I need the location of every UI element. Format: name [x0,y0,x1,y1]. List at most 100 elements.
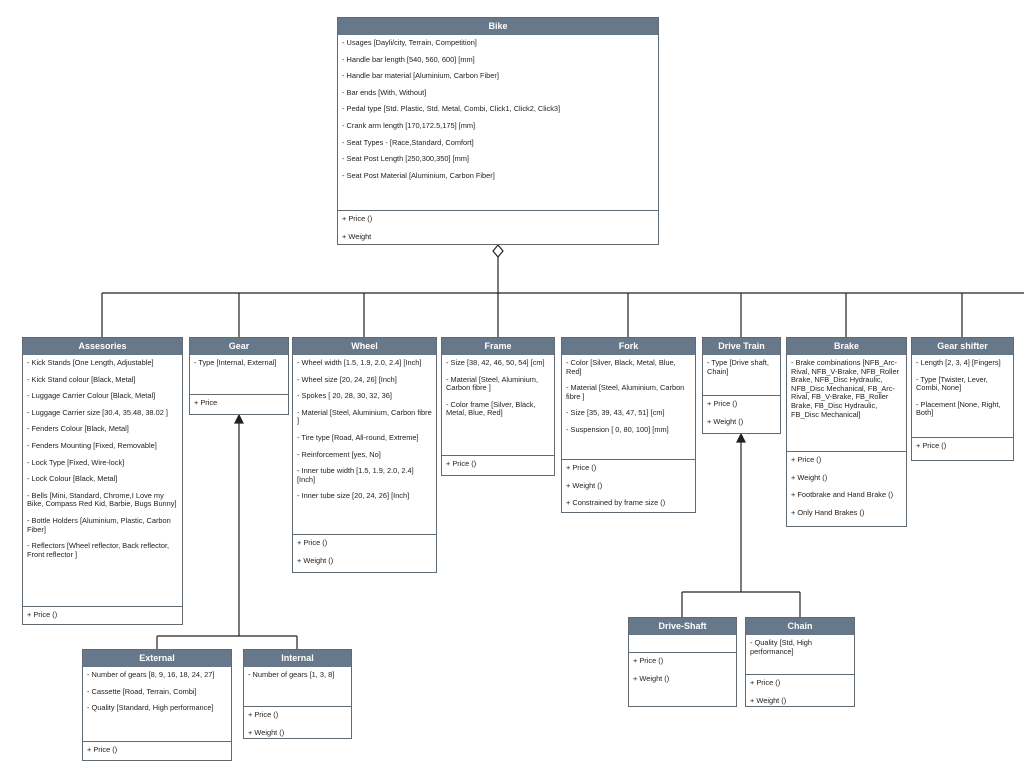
method-row: + Price () [791,455,822,464]
attribute-row: - Placement [None, Right, Both] [916,399,1001,418]
attribute-row: - Handle bar material [Aluminium, Carbon… [342,71,499,81]
class-box-fork: Fork - Color [Silver, Black, Metal, Blue,… [561,337,696,513]
attribute-row: - Type [Drive shaft, Chain] [707,358,769,376]
attributes-section: - Wheel width [1.5, 1.9, 2.0, 2.4] [Inch… [293,355,436,535]
attribute-row: - Reinforcement [yes, No] [297,449,381,459]
methods-section: + Price+ Weight [190,395,288,414]
attribute-row: - Kick Stand colour [Black, Metal] [27,374,136,384]
attributes-section: - Number of gears [8, 9, 16, 18, 24, 27]… [83,667,231,742]
attributes-section: - Length [2, 3, 4] [Fingers] - Type [Twis… [912,355,1013,438]
attribute-row: - Material [Steel, Aluminium, Carbon fib… [446,374,539,393]
method-row: + Weight () [297,555,334,565]
attribute-row: - Crank arm length [170,172.5,175] [mm] [342,120,476,130]
class-title: Drive-Shaft [629,618,736,635]
method-row: + Only Hand Brakes () [791,507,865,517]
method-row: + Price () [916,441,947,450]
class-title: Gear shifter [912,338,1013,355]
methods-section: + Price () + Weight () [912,438,1013,460]
attribute-row: - Type [Internal, External] [194,358,277,367]
class-box-internal: Internal - Number of gears [1, 3, 8] + Pri… [243,649,352,739]
method-row: + Price () [87,745,118,754]
attribute-row: - Material [Steel, Aluminium, Carbon fib… [297,407,432,426]
attributes-section: - Brake combinations [NFB_Arc-Rival, NFB… [787,355,906,452]
class-title: Chain [746,618,854,635]
attributes-section [629,635,736,653]
class-box-chain: Chain- Quality [Std, High performance]+ … [745,617,855,707]
attribute-row: - Lock Type [Fixed, Wire-lock] [27,457,125,467]
methods-section: + Price ()+ Weight () [629,653,736,694]
attribute-row: - Color [Silver, Black, Metal, Blue, Red… [566,358,676,376]
aggregation-diamond [492,244,504,258]
method-row: + Price () [707,399,738,408]
methods-section: + Price ()+ Weight () [23,607,182,624]
class-title: Frame [442,338,554,355]
attribute-row: - Length [2, 3, 4] [Fingers] [916,358,1001,367]
attribute-row: - Spokes [ 20, 28, 30, 32, 36] [297,391,392,401]
method-row: + Weight () [791,472,828,482]
attribute-row: - Wheel size [20, 24, 26] [Inch] [297,374,397,384]
class-title: Bike [338,18,658,35]
class-title: Assesories [23,338,182,355]
attribute-row: - Seat Post Length [250,300,350] [mm] [342,154,469,164]
class-box-external: External- Number of gears [8, 9, 16, 18,… [82,649,232,761]
method-row: + Weight () [750,695,787,705]
attribute-row: - Number of gears [8, 9, 16, 18, 24, 27] [87,670,215,679]
class-title: Wheel [293,338,436,355]
attribute-row: - Seat Post Material [Aluminium, Carbon … [342,170,495,180]
attributes-section: - Kick Stands [One Length, Adjustable]- … [23,355,182,607]
inheritance-arrow-drivetrain [736,432,746,443]
methods-section: + Price ()+ Weight () [442,456,554,475]
class-title: Drive Train [703,338,780,355]
attribute-row: - Reflectors [Wheel reflector, Back refl… [27,541,170,559]
attributes-section: - Number of gears [1, 3, 8] [244,667,351,707]
method-row: + Price () [566,463,597,472]
methods-section: + Price ()+ Weight () [83,742,231,760]
class-box-drivetrain: Drive Train - Type [Drive shaft, Chain] + … [702,337,781,434]
class-box-frame: Frame- Size [38, 42, 46, 50, 54] [cm]- M… [441,337,555,476]
attribute-row: - Number of gears [1, 3, 8] [248,670,335,679]
attribute-row: - Type [Twister, Lever, Combi, None] [916,374,988,393]
class-box-wheel: Wheel - Wheel width [1.5, 1.9, 2.0, 2.4] … [292,337,437,573]
attribute-row: - Tire type [Road, All-round, Extreme] [297,432,419,442]
methods-section: + Price () + Weight () [746,675,854,706]
class-title: Internal [244,650,351,667]
method-row: + Price () [750,678,781,687]
method-row: + Weight () [248,727,285,737]
attribute-row: - Cassette [Road, Terrain, Combi] [87,686,197,696]
method-row: + Weight [342,231,372,241]
methods-section: + Price ()+ Weight ()+ Footbrake and Han… [787,452,906,526]
methods-section: + Price () + Weight [338,211,658,244]
class-box-gear: Gear- Type [Internal, External]+ Price+ … [189,337,289,415]
method-row: + Price () [27,610,58,619]
attribute-row: - Bells [Mini, Standard, Chrome,I Love m… [27,490,177,509]
methods-section: + Price ()+ Weight () [244,707,351,738]
class-title: Brake [787,338,906,355]
attribute-row: - Inner tube size [20, 24, 26] [Inch] [297,491,410,501]
attribute-row: - Size [35, 39, 43, 47, 51] [cm] [566,408,665,418]
attribute-row: - Fenders Colour [Black, Metal] [27,424,129,434]
methods-section: + Price ()+ Weight () [703,396,780,433]
attribute-row: - Luggage Carrier Colour [Black, Metal] [27,391,156,401]
method-row: + Price () [297,538,328,547]
class-box-bike: Bike - Usages [Dayli/city, Terrain, Compe… [337,17,659,245]
class-title: Fork [562,338,695,355]
class-box-accessories: Assesories- Kick Stands [One Length, Adj… [22,337,183,625]
method-row: + Constrained by frame size () [566,498,666,508]
attributes-section: - Quality [Std, High performance] [746,635,854,675]
attribute-row: - Handle bar length [540, 560, 600] [mm] [342,54,475,64]
attribute-row: - Quality [Standard, High performance] [87,703,214,713]
attribute-row: - Material [Steel, Aluminium, Carbon fib… [566,383,685,401]
attribute-row: - Wheel width [1.5, 1.9, 2.0, 2.4] [Inch… [297,358,422,367]
attribute-row: - Bar ends [With, Without] [342,87,427,97]
attributes-section: - Usages [Dayli/city, Terrain, Competiti… [338,35,658,211]
attribute-row: - Usages [Dayli/city, Terrain, Competiti… [342,38,477,47]
method-row: + Price () [446,459,477,468]
method-row: + Weight () [566,480,603,490]
method-row: + Price () [342,214,373,223]
method-row: + Weight () [633,673,670,683]
method-row: + Weight () [916,459,1009,460]
attribute-row: - Fenders Mounting [Fixed, Removable] [27,440,157,450]
attributes-section: - Size [38, 42, 46, 50, 54] [cm]- Materi… [442,355,554,456]
method-row: + Price [194,398,218,407]
class-box-gearshifter: Gear shifter- Length [2, 3, 4] [Fingers]… [911,337,1014,461]
